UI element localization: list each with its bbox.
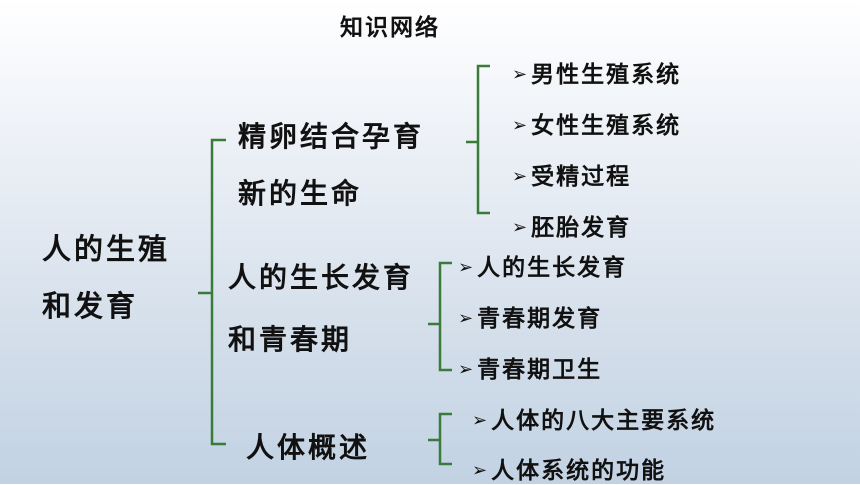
arrow-right-icon: ➢ — [512, 217, 530, 238]
root-topic-line1: 人的生殖 — [42, 232, 171, 266]
arrow-right-icon: ➢ — [458, 308, 476, 329]
branch1-bracket — [466, 64, 490, 215]
branch1-line2: 新的生命 — [238, 177, 363, 210]
leaf-item: ➢胚胎发育 — [512, 214, 632, 241]
arrow-right-icon: ➢ — [512, 166, 530, 187]
root-topic-line2: 和发育 — [42, 289, 139, 323]
arrow-right-icon: ➢ — [458, 257, 476, 278]
leaf-item: ➢人体的八大主要系统 — [472, 407, 717, 434]
leaf-item: ➢人体系统的功能 — [472, 457, 667, 484]
arrow-right-icon: ➢ — [458, 359, 476, 380]
branch2-line1: 人的生长发育 — [228, 261, 415, 294]
leaf-item: ➢青春期卫生 — [458, 356, 603, 383]
leaf-item: ➢人的生长发育 — [458, 254, 628, 281]
leaf-item: ➢青春期发育 — [458, 305, 603, 332]
arrow-right-icon: ➢ — [512, 64, 530, 85]
page-title: 知识网络 — [340, 14, 440, 41]
leaf-item: ➢受精过程 — [512, 163, 632, 190]
main-bracket — [198, 138, 226, 446]
branch1-line1: 精卵结合孕育 — [238, 120, 425, 153]
arrow-right-icon: ➢ — [472, 460, 490, 481]
branch2-bracket — [428, 261, 452, 372]
branch3-line1: 人体概述 — [246, 431, 371, 464]
leaf-item: ➢女性生殖系统 — [512, 112, 682, 139]
leaf-item: ➢男性生殖系统 — [512, 61, 682, 88]
branch3-bracket — [428, 412, 452, 466]
branch2-line2: 和青春期 — [228, 323, 353, 356]
arrow-right-icon: ➢ — [512, 115, 530, 136]
arrow-right-icon: ➢ — [472, 410, 490, 431]
